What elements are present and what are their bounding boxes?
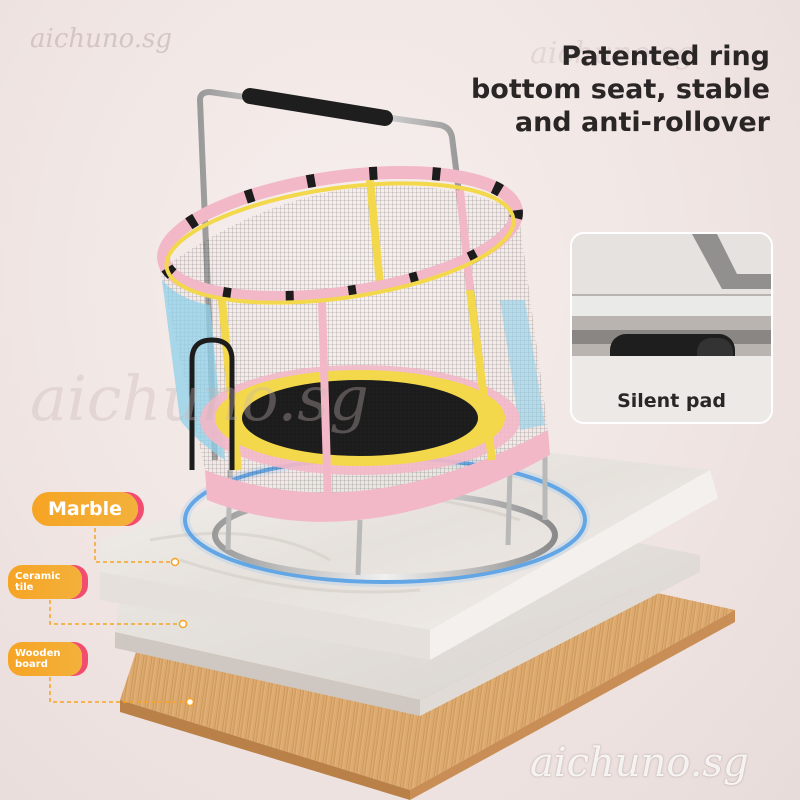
silent-pad-detail-illustration (572, 234, 771, 422)
wooden-board-label: Wooden board (8, 642, 82, 676)
headline-line-1: Patented ring (561, 41, 770, 72)
marble-label: Marble (32, 492, 138, 526)
silent-pad-label: Silent pad (617, 390, 726, 412)
watermark-bottom-right: aichuno.sg (530, 740, 749, 786)
watermark-top-left: aichuno.sg (30, 24, 173, 54)
silent-pad-inset: Silent pad (570, 232, 773, 424)
headline-line-2: bottom seat, stable (470, 74, 770, 105)
trampoline-enclosure (157, 165, 550, 522)
headline: Patented ring bottom seat, stable and an… (440, 40, 770, 139)
watermark-top-right: aichuno.sg (530, 36, 694, 71)
handle-bar (196, 88, 483, 461)
watermark-center: aichuno.sg (30, 362, 369, 435)
ceramic-tile-label: Ceramic tile (8, 565, 82, 599)
headline-line-3: and anti-rollover (514, 107, 770, 138)
